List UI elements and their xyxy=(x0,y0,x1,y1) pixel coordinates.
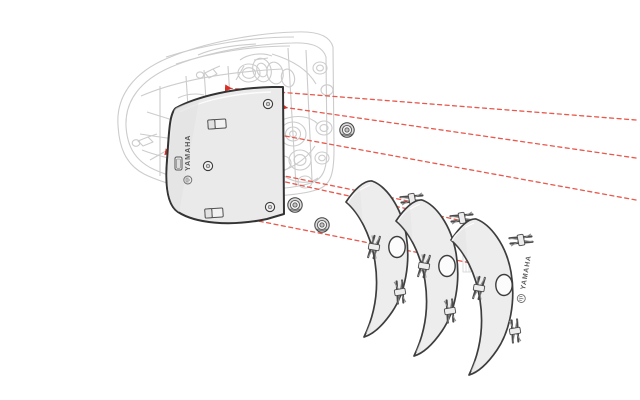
main-panel-screw-center[interactable] xyxy=(202,160,214,172)
main-panel-yamaha-logo: YAMAHA xyxy=(183,135,193,185)
main-panel-logo-text: YAMAHA xyxy=(183,135,192,171)
main-panel-screw-bottom-right[interactable] xyxy=(264,201,276,213)
main-cover-panel[interactable]: YAMAHA xyxy=(160,86,285,230)
side-panel-2-hole xyxy=(438,254,456,278)
main-panel-screw-top-right[interactable] xyxy=(262,98,274,110)
fastener-grommet-3[interactable] xyxy=(314,217,330,233)
side-panel-1-highlight xyxy=(347,184,371,204)
assembly-line-6 xyxy=(226,211,507,271)
side-panel-3-highlight xyxy=(451,222,475,242)
side-panel-3-hole xyxy=(495,273,513,297)
assembly-line-1 xyxy=(224,84,637,121)
tuning-fork-icon xyxy=(183,175,193,185)
main-panel-slot xyxy=(174,156,183,171)
fastener-grommet-2[interactable] xyxy=(287,197,303,213)
fastener-grommet-1[interactable] xyxy=(339,122,355,138)
assembly-line-2 xyxy=(280,103,637,159)
main-panel-clip-top[interactable] xyxy=(207,118,227,130)
assembly-line-3 xyxy=(228,122,637,201)
main-panel-body xyxy=(165,86,285,225)
tuning-fork-icon xyxy=(516,294,526,303)
side-panel-1-hole xyxy=(388,235,406,259)
side-panel-2-highlight xyxy=(397,203,421,223)
main-panel-clip-bottom[interactable] xyxy=(204,207,224,219)
